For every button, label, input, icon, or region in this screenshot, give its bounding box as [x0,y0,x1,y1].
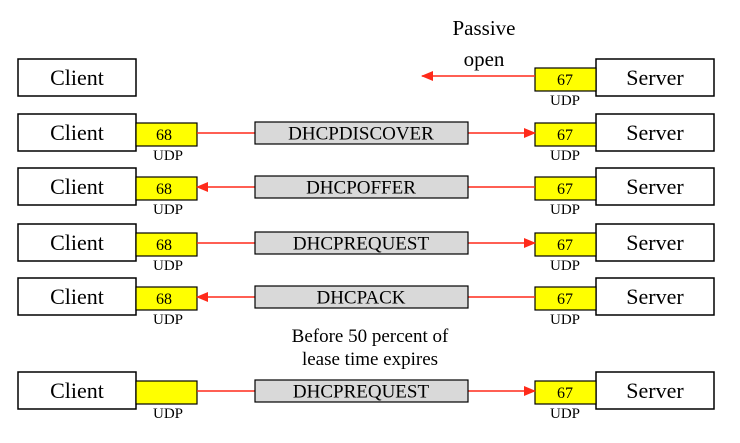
message-label-request: DHCPREQUEST [293,234,430,255]
renewal-note-line2: lease time expires [302,349,438,370]
passive-open-label-line1: Passive [453,16,516,40]
client-udp-label-offer: UDP [153,202,183,218]
client-label-request: Client [50,230,104,255]
server-label-renew: Server [626,378,684,403]
client-udp-label-ack: UDP [153,312,183,328]
client-port-discover [135,122,198,147]
message-box-renew [254,379,469,403]
server-udp-label-renew: UDP [550,406,580,422]
message-label-ack: DHCPACK [316,288,405,309]
server-port-passive [534,67,597,92]
client-box-discover [17,113,137,152]
client-port-request [135,232,198,257]
server-port-number-offer: 67 [557,181,573,198]
server-port-offer [534,176,597,201]
server-label-discover: Server [626,120,684,145]
message-label-discover: DHCPDISCOVER [288,124,434,145]
renewal-note-line1: Before 50 percent of [292,326,449,347]
server-udp-label-offer: UDP [550,202,580,218]
passive-open-label-line2: open [464,47,505,71]
server-label-passive: Server [626,65,684,90]
server-port-ack [534,286,597,311]
server-udp-label-ack: UDP [550,312,580,328]
client-label-discover: Client [50,120,104,145]
message-label-offer: DHCPOFFER [306,178,416,199]
client-port-number-request: 68 [156,237,172,254]
server-port-number-passive: 67 [557,72,573,89]
server-udp-label-discover: UDP [550,148,580,164]
client-udp-label-request: UDP [153,258,183,274]
client-udp-label-renew: UDP [153,406,183,422]
server-label-request: Server [626,230,684,255]
client-udp-label-discover: UDP [153,148,183,164]
server-udp-label-request: UDP [550,258,580,274]
client-label-ack: Client [50,284,104,309]
server-box-passive [595,58,715,97]
client-box-passive [17,58,137,97]
server-box-discover [595,113,715,152]
server-port-number-renew: 67 [557,385,573,402]
server-box-offer [595,167,715,206]
client-port-number-discover: 68 [156,127,172,144]
client-label-offer: Client [50,174,104,199]
server-udp-label-passive: UDP [550,93,580,109]
server-port-number-request: 67 [557,237,573,254]
message-box-request [254,231,469,255]
client-box-ack [17,277,137,316]
client-port-number-ack: 68 [156,291,172,308]
server-port-number-ack: 67 [557,291,573,308]
message-box-ack [254,285,469,309]
message-box-discover [254,121,469,145]
server-label-offer: Server [626,174,684,199]
client-label-passive: Client [50,65,104,90]
server-port-number-discover: 67 [557,127,573,144]
client-label-renew: Client [50,378,104,403]
message-box-offer [254,175,469,199]
server-label-ack: Server [626,284,684,309]
client-box-offer [17,167,137,206]
message-label-renew: DHCPREQUEST [293,382,430,403]
client-port-number-offer: 68 [156,181,172,198]
client-port-renew [135,380,198,405]
